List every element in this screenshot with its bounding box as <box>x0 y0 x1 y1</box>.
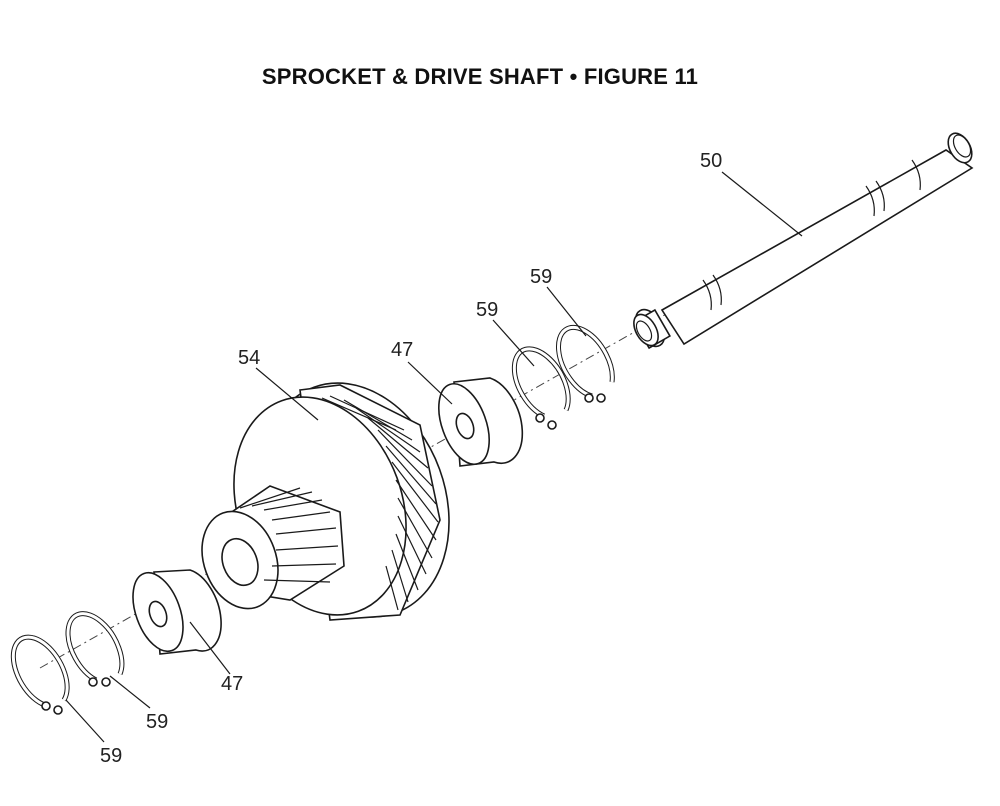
sprocket <box>201 382 450 621</box>
ring-b-leader <box>492 319 535 367</box>
callout-bearing-upper: 47 <box>391 339 413 361</box>
retaining-ring-upper-right <box>556 324 615 403</box>
retaining-ring-lower-left <box>10 634 70 715</box>
retaining-ring-upper-left <box>511 346 571 430</box>
bearing-upper-leader <box>407 361 453 405</box>
callout-sprocket: 54 <box>238 347 260 369</box>
callout-ring-d: 59 <box>100 745 122 767</box>
drive-shaft <box>633 132 974 350</box>
callout-ring-a: 59 <box>530 266 552 288</box>
ring-a-leader <box>546 286 587 337</box>
ring-d-leader <box>65 699 105 743</box>
shaft-leader <box>721 171 803 237</box>
bearing-upper <box>438 377 524 467</box>
figure-title: SPROCKET & DRIVE SHAFT • FIGURE 11 <box>261 64 699 89</box>
sprocket-leader <box>255 367 319 421</box>
bearing-lower-leader <box>189 621 231 675</box>
callout-ring-b: 59 <box>476 299 498 321</box>
bearing-lower <box>132 569 222 655</box>
callout-bearing-lower: 47 <box>221 673 243 695</box>
retaining-ring-lower-right <box>65 611 125 687</box>
ring-c-leader <box>109 675 151 709</box>
callout-shaft: 50 <box>700 150 722 172</box>
callout-ring-c: 59 <box>146 711 168 733</box>
